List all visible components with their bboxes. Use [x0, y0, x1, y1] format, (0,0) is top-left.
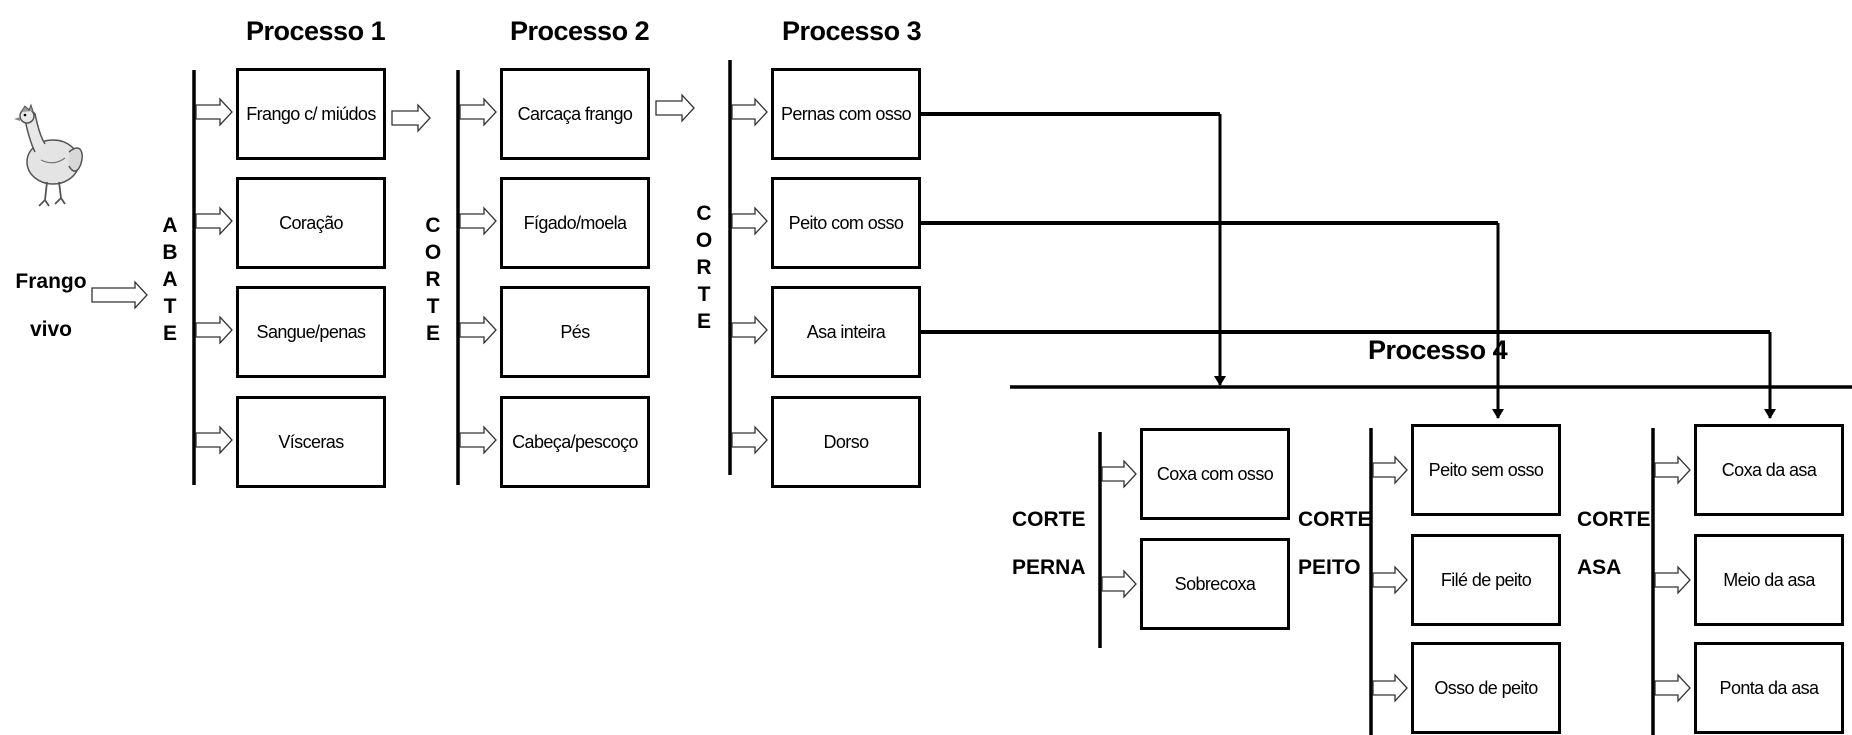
group-feed-arrow-1-2 [1102, 571, 1136, 597]
input-arrow [92, 282, 147, 308]
group-feed-arrow-2-2 [1373, 567, 1407, 593]
output-box-frango-c-miudos: Frango c/ miúdos [236, 68, 386, 160]
output-box-dorso: Dorso [771, 396, 921, 488]
output-box-meio-da-asa: Meio da asa [1694, 534, 1844, 626]
feed-arrow-p2-4 [460, 427, 496, 453]
process-3-title: Processo 3 [782, 16, 921, 47]
process-1-title: Processo 1 [246, 16, 385, 47]
transfer-arrow-p1-p2 [392, 105, 430, 131]
feed-arrow-p1-2 [196, 208, 232, 234]
feed-arrow-p2-1 [460, 99, 496, 125]
chicken-icon [5, 100, 95, 230]
feed-arrow-p3-3 [732, 317, 767, 343]
group-feed-arrow-2-3 [1373, 675, 1407, 701]
group-feed-arrow-3-2 [1655, 567, 1690, 593]
process-2-title: Processo 2 [510, 16, 649, 47]
feed-arrow-p3-4 [732, 427, 767, 453]
output-box-pernas-com-osso: Pernas com osso [771, 68, 921, 160]
output-box-figado-moela: Fígado/moela [500, 177, 650, 269]
output-box-asa-inteira: Asa inteira [771, 286, 921, 378]
output-box-pes: Pés [500, 286, 650, 378]
input-label: Frango vivo [10, 258, 92, 354]
group-feed-arrow-3-1 [1655, 457, 1690, 483]
output-box-coxa-com-osso: Coxa com osso [1140, 428, 1290, 520]
output-box-visceras: Vísceras [236, 396, 386, 488]
process-4-title: Processo 4 [1368, 335, 1507, 366]
output-box-peito-sem-osso: Peito sem osso [1411, 424, 1561, 516]
output-box-sobrecoxa: Sobrecoxa [1140, 538, 1290, 630]
output-box-osso-de-peito: Osso de peito [1411, 642, 1561, 734]
input-label-line2: vivo [10, 306, 92, 354]
output-box-coxa-da-asa: Coxa da asa [1694, 424, 1844, 516]
feed-arrow-p1-3 [196, 317, 232, 343]
feed-arrow-p1-4 [196, 427, 232, 453]
feed-arrow-p1-1 [196, 99, 232, 125]
output-box-file-de-peito: Filé de peito [1411, 534, 1561, 626]
output-box-carcaca-frango: Carcaça frango [500, 68, 650, 160]
feed-arrow-p3-1 [732, 99, 767, 125]
group-feed-arrow-3-3 [1655, 675, 1690, 701]
feed-arrow-p3-2 [732, 208, 767, 234]
transfer-arrow-p2-p3 [656, 95, 694, 121]
group-feed-arrow-2-1 [1373, 457, 1407, 483]
output-box-ponta-da-asa: Ponta da asa [1694, 642, 1844, 734]
feed-arrow-p2-3 [460, 317, 496, 343]
output-box-sangue-penas: Sangue/penas [236, 286, 386, 378]
output-box-coracao: Coração [236, 177, 386, 269]
output-box-peito-com-osso: Peito com osso [771, 177, 921, 269]
input-label-line1: Frango [10, 258, 92, 306]
output-box-cabeca-pescoco: Cabeça/pescoço [500, 396, 650, 488]
group-feed-arrow-1-1 [1102, 461, 1136, 487]
feed-arrow-p2-2 [460, 208, 496, 234]
